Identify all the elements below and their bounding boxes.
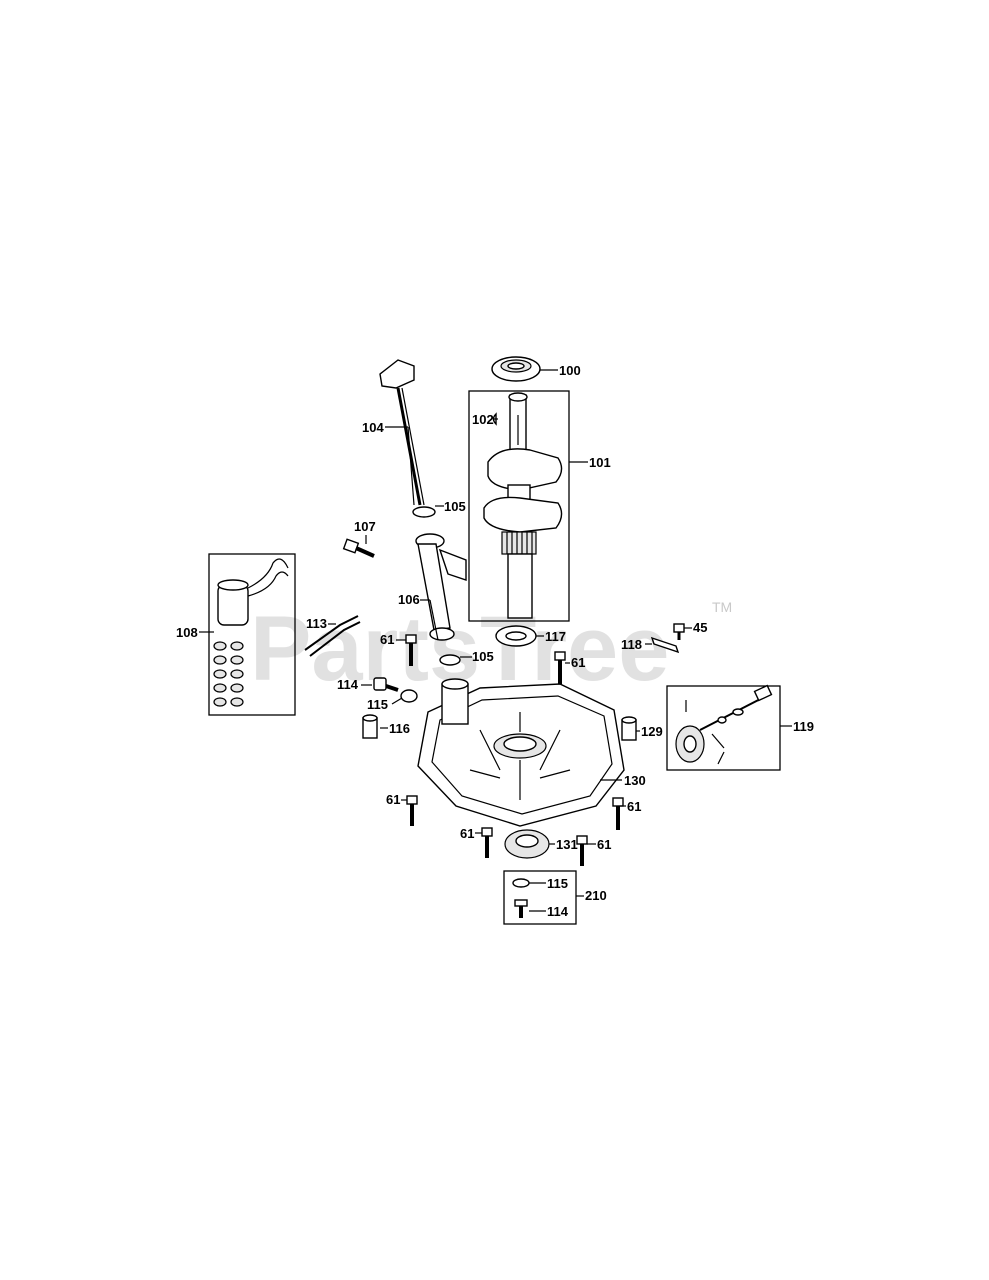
bolt-61-b (554, 651, 566, 684)
label-100: 100 (559, 363, 581, 378)
label-104: 104 (362, 420, 384, 435)
dipstick-tube-group (415, 533, 467, 666)
label-115-kit: 115 (547, 876, 568, 891)
label-105-upper: 105 (444, 499, 466, 514)
label-115: 115 (367, 697, 388, 712)
wire-clip-113 (304, 615, 361, 657)
label-61-c: 61 (386, 792, 400, 807)
label-61-f: 61 (597, 837, 611, 852)
kit-210-group (503, 870, 577, 925)
dipstick-group (379, 359, 436, 518)
crankshaft-counterweight-lower (483, 496, 563, 533)
label-116: 116 (389, 721, 410, 736)
label-107: 107 (354, 519, 376, 534)
label-61-e: 61 (460, 826, 474, 841)
washer-115 (400, 689, 418, 703)
bolt-61-a (405, 634, 417, 666)
label-210: 210 (585, 888, 607, 903)
crankshaft-group (468, 356, 570, 622)
part-labels: 100 102 101 104 105 107 106 105 108 113 … (176, 363, 814, 919)
kit-210-box (503, 870, 577, 925)
label-130: 130 (624, 773, 646, 788)
dipstick-tube-bracket (438, 548, 467, 581)
label-117: 117 (545, 629, 566, 644)
bolt-61-d (612, 797, 624, 830)
label-119: 119 (793, 719, 814, 734)
o-ring-105-lower (439, 654, 461, 666)
bolt-61-c (406, 795, 418, 826)
o-ring-105-upper (412, 506, 436, 518)
crankcase-tube-boss (441, 683, 469, 725)
bolt-114-kit (514, 899, 528, 907)
label-113: 113 (306, 616, 327, 631)
label-105-lower: 105 (472, 649, 494, 664)
label-108: 108 (176, 625, 198, 640)
crankcase-cover (417, 678, 625, 827)
bracket-118 (650, 636, 680, 654)
solenoid-kit-group (208, 553, 296, 716)
label-61-d: 61 (627, 799, 641, 814)
governor-kit-group (666, 684, 781, 771)
bolt-61-e (481, 827, 493, 858)
crankshaft-counterweight-upper (487, 448, 563, 491)
dipstick-tube (417, 543, 451, 631)
leader-lines (199, 369, 792, 912)
bolt-61-f (576, 835, 588, 866)
label-101: 101 (589, 455, 611, 470)
washer-115-kit (512, 878, 530, 888)
dipstick-cap (379, 359, 415, 389)
label-114: 114 (337, 677, 359, 692)
solenoid-kit-box (208, 553, 296, 716)
label-61-a: 61 (380, 632, 394, 647)
label-106: 106 (398, 592, 420, 607)
solenoid-washers (213, 641, 244, 707)
label-61-b: 61 (571, 655, 585, 670)
watermark-trademark: TM (712, 599, 732, 615)
solenoid-body (217, 584, 249, 626)
crankshaft-lower-shaft (507, 553, 533, 619)
label-129: 129 (641, 724, 663, 739)
label-45: 45 (693, 620, 707, 635)
bolt-114 (373, 677, 399, 692)
crankshaft-box (468, 390, 570, 622)
label-114-kit: 114 (547, 904, 569, 919)
label-118: 118 (621, 637, 642, 652)
bolt-45 (673, 623, 685, 640)
label-131: 131 (556, 837, 578, 852)
label-102: 102 (472, 412, 494, 427)
governor-kit-box (666, 685, 781, 771)
bolt-107 (342, 538, 375, 558)
